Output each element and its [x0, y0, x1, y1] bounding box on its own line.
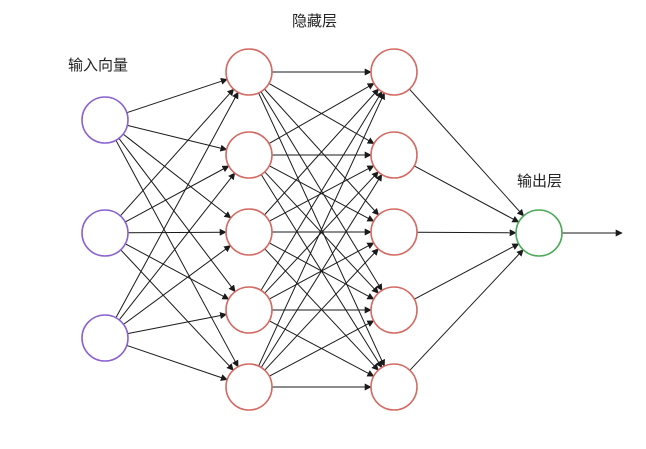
nodes-group: [81, 48, 563, 411]
hidden-2-node-4: [370, 286, 418, 334]
edge-hidden-2-2-to-output-1: [414, 165, 520, 223]
hidden-1-node-1: [225, 48, 273, 96]
edge-hidden-1-5-to-hidden-2-2: [260, 173, 383, 368]
edge-input-2-to-hidden-1-3: [127, 228, 227, 236]
output-node-1: [515, 209, 563, 257]
edge-hidden-2-4-to-output-1: [414, 243, 520, 300]
edges-group: [115, 68, 623, 391]
edge-hidden-1-3-to-hidden-2-1: [264, 88, 380, 216]
input-layer-label: 输入向量: [68, 56, 129, 74]
hidden-2-node-2: [370, 131, 418, 179]
edge-hidden-1-5-to-hidden-2-1: [258, 92, 385, 367]
hidden-1-node-2: [225, 131, 273, 179]
edge-hidden-1-2-to-hidden-2-1: [268, 82, 375, 145]
edge-hidden-1-3-to-hidden-2-2: [269, 165, 375, 222]
edge-input-1-to-hidden-1-2: [127, 124, 228, 152]
edge-input-2-to-hidden-1-5: [120, 249, 234, 371]
edge-input-1-to-hidden-1-5: [115, 139, 239, 368]
edge-input-3-to-hidden-1-1: [115, 91, 239, 319]
edge-input-3-to-hidden-1-5: [126, 344, 228, 381]
hidden-2-node-5: [370, 363, 418, 411]
edge-hidden-1-5-to-hidden-2-4: [269, 320, 375, 377]
edge-input-3-to-hidden-1-4: [127, 312, 228, 335]
input-node-3: [81, 314, 129, 362]
edge-input-2-to-hidden-1-2: [124, 165, 230, 223]
edge-input-1-to-hidden-1-3: [122, 133, 232, 219]
hidden-layer-label: 隐藏层: [292, 12, 338, 30]
edge-hidden-2-5-to-output-1: [409, 249, 524, 371]
hidden-2-node-1: [370, 48, 418, 96]
input-node-1: [81, 96, 129, 144]
edge-hidden-2-3-to-output-1: [416, 229, 517, 237]
edge-input-3-to-hidden-1-2: [118, 172, 236, 321]
hidden-1-node-4: [225, 286, 273, 334]
edge-hidden-1-4-to-hidden-2-1: [260, 91, 383, 291]
edge-hidden-2-1-to-output-1: [409, 88, 525, 217]
hidden-1-node-3: [225, 208, 273, 256]
hidden-2-node-3: [370, 208, 418, 256]
edge-input-1-to-hidden-1-1: [126, 77, 228, 114]
edge-hidden-1-5-to-hidden-2-3: [264, 248, 379, 371]
hidden-1-node-5: [225, 363, 273, 411]
edge-input-2-to-hidden-1-1: [119, 88, 235, 217]
edge-input-3-to-hidden-1-3: [123, 245, 232, 325]
edge-input-1-to-hidden-1-4: [118, 137, 236, 293]
output-layer-label: 输出层: [517, 172, 563, 190]
input-node-2: [81, 209, 129, 257]
edge-hidden-1-4-to-hidden-2-2: [264, 171, 379, 294]
edge-input-2-to-hidden-1-4: [125, 243, 230, 300]
